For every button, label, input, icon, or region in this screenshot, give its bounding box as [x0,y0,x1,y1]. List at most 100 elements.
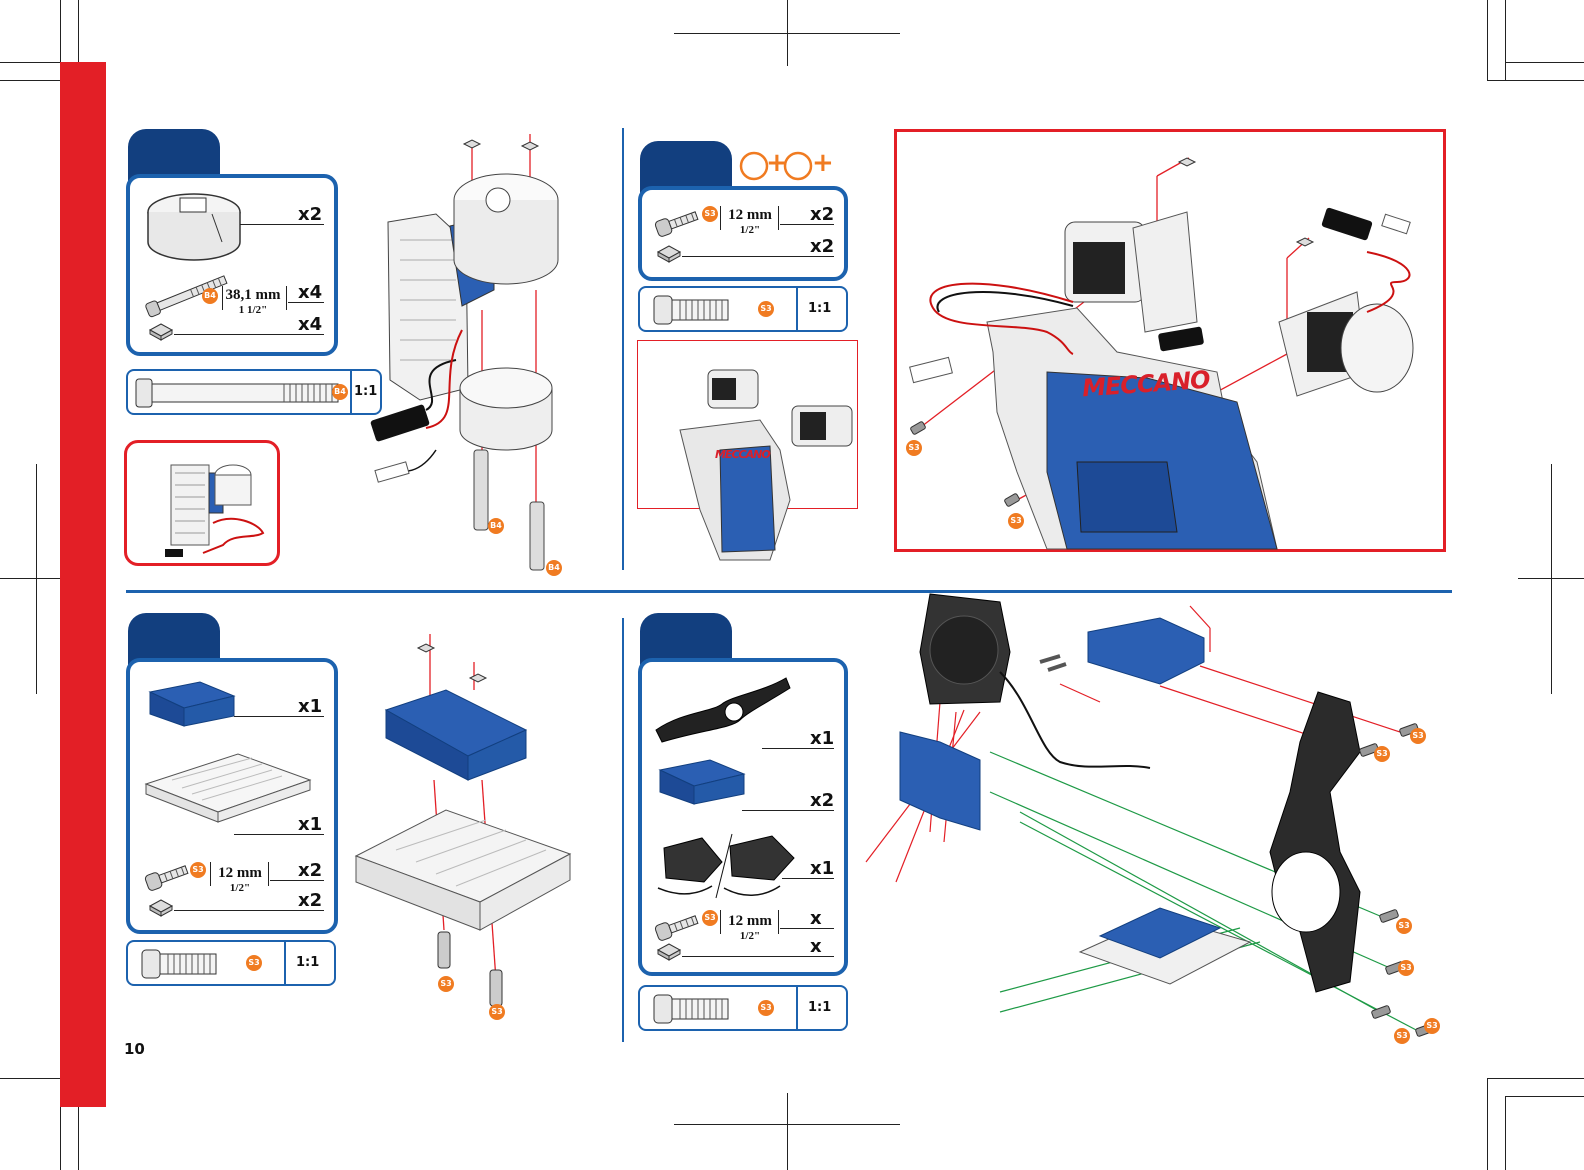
bolt-length-in: 1 1/2" [222,305,284,316]
crop-mark [0,80,60,81]
step2-servo-mount-diagram [897,132,1443,549]
nut-quantity: x2 [298,890,322,911]
nut-quantity: x2 [810,236,834,257]
plate-quantity: x1 [810,728,834,749]
short-bolt-icon [144,862,194,892]
callout-badge: S3 [1410,728,1426,744]
bolt-length-mm: 12 mm [722,208,778,223]
nut-quantity: x4 [298,314,322,335]
scale-box: S3 1:1 [638,286,848,332]
crop-mark [1487,1078,1584,1079]
short-bolt-icon [654,208,704,238]
scale-separator [796,987,798,1029]
registration-mark [787,1093,788,1170]
speaker-quantity: x1 [810,858,834,879]
scale-separator [796,288,798,330]
bracket-quantity: x2 [810,790,834,811]
parts-list-box: x1 x2 x1 S3 12 mm 1/2" x x [638,658,848,976]
bolt-length-in: 1/2" [722,225,778,236]
clip-quantity: x2 [298,204,322,225]
registration-mark [1551,464,1552,694]
blue-bracket-icon [654,758,748,808]
crop-mark [1487,1078,1488,1170]
crop-mark [1487,0,1488,80]
bolt-quantity: x2 [810,204,834,225]
callout-badge: S3 [489,1004,505,1020]
measure-tick [778,910,779,934]
scale-separator [284,942,286,984]
scale-box: S3 1:1 [638,985,848,1031]
speaker-icon [652,828,812,900]
measure-tick [268,862,269,886]
callout-badge: S3 [1394,1028,1410,1044]
measure-tick [222,286,223,310]
square-nut-icon [656,942,682,962]
scale-code-badge: S3 [758,301,774,317]
clip-part-icon [142,184,252,264]
bolt-length-in: 1/2" [722,931,778,942]
scale-label: 1:1 [296,955,319,970]
step1-exploded-servo-diagram [366,130,616,580]
blue-bracket-icon [144,680,238,730]
bolt-quantity: x4 [298,282,322,303]
column-divider [622,618,624,1042]
measure-tick [210,862,211,886]
parts-list-box: x2 B4 38,1 mm 1 1/2" x4 x4 [126,174,338,356]
bolt-code-badge: B4 [202,288,218,304]
bolt-length-in: 1/2" [212,883,268,894]
black-plate-icon [652,672,792,742]
column-divider [622,128,624,570]
nut-quantity: x [810,936,822,957]
callout-badge: S3 [1396,918,1412,934]
bolt-code-badge: S3 [190,862,206,878]
callout-badge: S3 [438,976,454,992]
bolt-actual-size-icon [652,993,732,1025]
scale-code-badge: B4 [332,384,348,400]
qty-rule [780,928,834,929]
page-edge-bar [60,62,106,1107]
bolt-actual-size-icon [134,377,344,409]
crop-mark [78,1096,79,1170]
registration-mark [787,0,788,66]
scale-box: B4 1:1 [126,369,382,415]
measure-tick [286,286,287,310]
bolt-quantity: x [810,908,822,929]
bolt-length: 12 mm 1/2" [722,208,778,236]
crop-mark [60,0,61,62]
step4-speaker-assembly-diagram [860,592,1460,1062]
crop-mark [1505,62,1584,63]
meccano-logo: MECCANO [715,448,770,461]
crop-mark [1505,0,1506,80]
crop-mark [1505,1096,1506,1170]
crop-mark [78,0,79,62]
callout-badge: S3 [906,440,922,456]
step3-bracket-base-diagram [356,630,586,1020]
square-nut-icon [148,322,174,342]
bolt-length-mm: 12 mm [212,866,268,881]
callout-badge: S3 [1008,513,1024,529]
registration-mark [36,464,37,694]
scale-code-badge: S3 [246,955,262,971]
callout-badge: B4 [546,560,562,576]
white-base-plate-icon [142,750,312,830]
bolt-quantity: x2 [298,860,322,881]
servo-assembly-preview [163,453,273,563]
callout-badge: B4 [488,518,504,534]
callout-badge: S3 [1374,746,1390,762]
crop-mark [1487,80,1584,81]
result-preview-frame [124,440,280,566]
short-bolt-icon [654,912,704,942]
crop-mark [0,62,60,63]
scale-code-badge: S3 [758,1000,774,1016]
measure-tick [720,206,721,230]
bolt-actual-size-icon [652,294,732,326]
crop-mark [1505,1096,1584,1097]
bolt-length-mm: 38,1 mm [222,288,284,303]
measure-tick [778,206,779,230]
bolt-actual-size-icon [140,948,220,980]
bolt-length: 38,1 mm 1 1/2" [222,288,284,316]
callout-badge: S3 [1398,960,1414,976]
bolt-code-badge: S3 [702,206,718,222]
bolt-length: 12 mm 1/2" [722,914,778,942]
parts-list-box: x1 x1 S3 12 mm 1/2" x2 x2 [126,658,338,934]
